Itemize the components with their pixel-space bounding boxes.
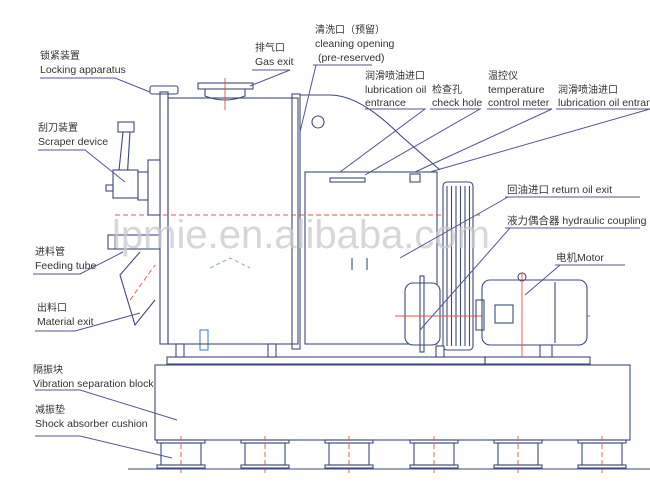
cushion [577,436,627,476]
locking-label-en: Locking apparatus [40,64,126,76]
lube1-label-en2: entrance [365,97,406,109]
lube2-label-en: lubrication oil entranc [558,97,650,109]
vibration-separation-block [154,356,631,441]
temp-label-en1: temperature [488,84,545,96]
material-exit-chute [119,251,156,327]
temp-label-zh: 温控仪 [488,69,518,82]
scraper-label-zh: 刮刀装置 [38,121,78,134]
vibration-label-zh: 隔振块 [33,363,63,376]
scraper-device [105,121,161,216]
feeding-tube [107,234,161,250]
cleaning-label-en1: cleaning opening [315,38,395,50]
return-oil-label: 回油进口 return oil exit [507,183,612,196]
coupling-label: 液力偶合器 hydraulic coupling [507,214,647,227]
check-hole-label-en: check hole [432,97,482,109]
motor-label: 电机Motor [556,251,604,264]
motor [475,272,588,358]
lube2-label-zh: 润滑喷油进口 [558,83,618,96]
pulley [442,181,474,351]
vessel [115,78,301,358]
cushion [493,436,543,476]
check-hole-label-zh: 检查孔 [432,83,462,96]
labels: 锁紧装置 Locking apparatus 刮刀装置 Scraper devi… [33,23,650,430]
gas-exit-label-zh: 排气口 [255,41,285,54]
scraper-label-en: Scraper device [38,136,108,148]
cleaning-label-zh: 清洗口（预留） [315,23,385,36]
gas-exit-label-en: Gas exit [255,56,294,68]
watermark: lpmie.en.alibaba.com [112,213,490,257]
material-exit-label-zh: 出料口 [37,301,67,314]
vibration-label-en: Vibration separation block [33,378,154,390]
temp-label-en2: control meter [488,97,550,109]
cushion [240,436,290,476]
shock-label-en: Shock absorber cushion [35,418,148,430]
leader-lines [33,64,650,459]
cleaning-label-en2: (pre-reserved) [318,52,385,64]
shock-absorber-cushions [156,436,627,476]
feeding-label-zh: 进料管 [35,245,65,258]
material-exit-label-en: Material exit [37,316,94,328]
cushion [324,436,374,476]
cushion [409,436,459,476]
shock-label-zh: 减振垫 [35,403,65,416]
lube1-label-en1: lubrication oil [365,84,426,96]
feeding-label-en: Feeding tube [35,260,96,272]
lube1-label-zh: 润滑喷油进口 [365,69,425,82]
locking-label-zh: 锁紧装置 [40,49,80,62]
